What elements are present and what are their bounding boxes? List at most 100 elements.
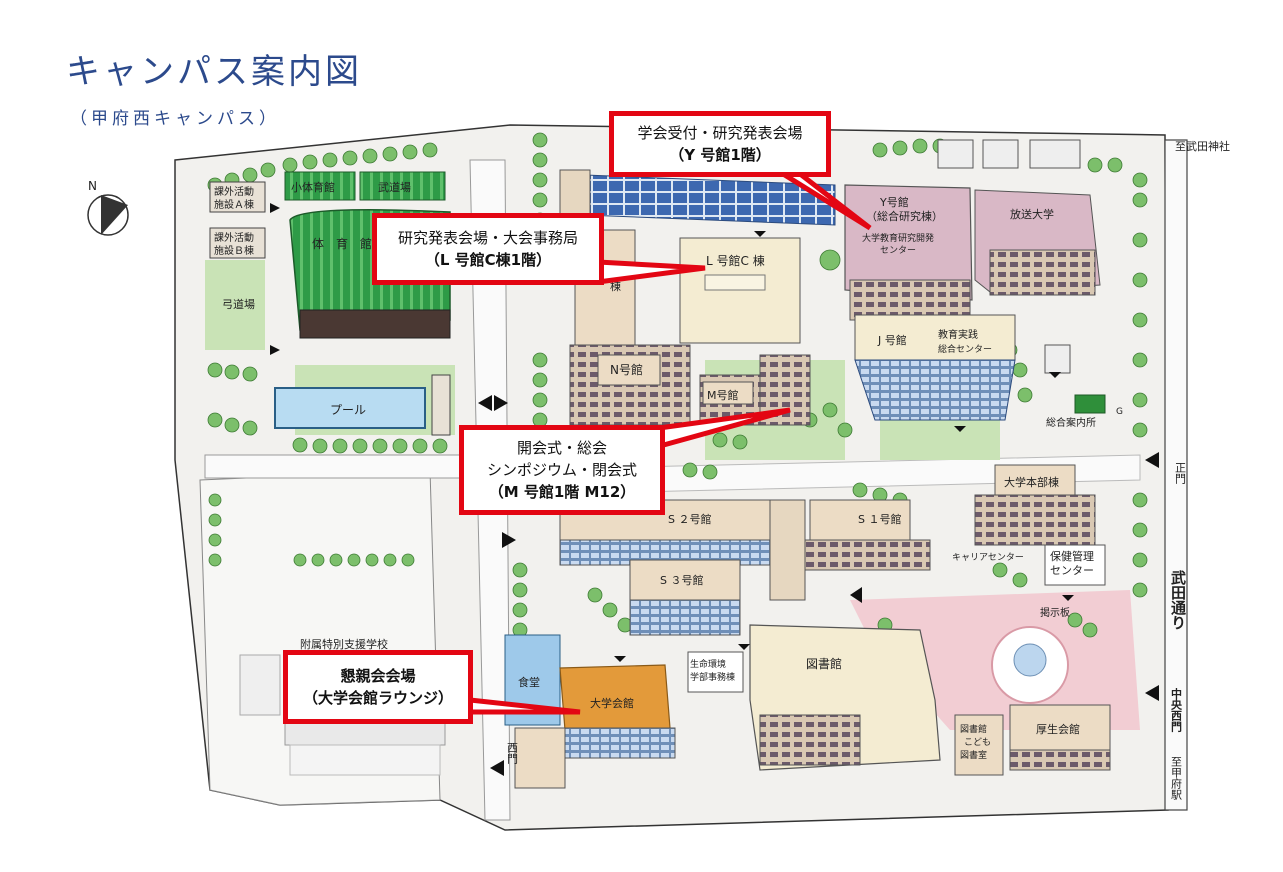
kids-library-label-1: 図書館	[960, 723, 987, 735]
l-side-label: 棟	[610, 279, 621, 293]
compass-icon	[87, 194, 129, 236]
open-university-windows	[989, 249, 1096, 296]
s3-windows	[629, 599, 741, 636]
shed	[1044, 344, 1071, 374]
kids-library-label-3: 図書室	[960, 749, 987, 761]
library-windows	[759, 714, 861, 766]
univ-hall-windows	[564, 727, 676, 759]
small-gym-building	[284, 171, 356, 201]
budo-label: 武道場	[378, 180, 411, 194]
kids-library-building	[954, 714, 1004, 776]
s1-windows	[799, 539, 931, 571]
neighbor-annex	[239, 654, 281, 716]
info-label: 総合案内所	[1046, 416, 1096, 429]
n-building-label: N号館	[610, 362, 643, 377]
welfare-label: 厚生会館	[1036, 722, 1080, 736]
to-station-label: 至甲府駅	[1170, 756, 1183, 801]
s-link-building	[769, 499, 806, 601]
y-building-label-2: （総合研究棟）	[866, 209, 943, 223]
pool	[274, 387, 426, 429]
admin-windows	[974, 494, 1096, 546]
club-b-label-1: 課外活動	[214, 231, 254, 244]
edu-center-label-2: 総合センター	[938, 343, 992, 355]
y-building-label-4: センター	[880, 245, 916, 256]
welfare-windows	[1009, 749, 1111, 771]
s3-label: S ３号館	[660, 573, 703, 587]
budo-building	[359, 171, 446, 201]
callout-l-line2: （L 号館C棟1階）	[424, 251, 552, 269]
edu-center-label-1: 教育実践	[938, 328, 978, 341]
club-a-label-2: 施設Ａ棟	[214, 198, 254, 211]
j-building	[854, 314, 1016, 361]
archery-label: 弓道場	[222, 297, 255, 311]
j-building-label: J 号館	[877, 333, 907, 347]
takeda-street-label: 武田通り	[1169, 569, 1187, 630]
s1-label: S １号館	[858, 512, 901, 526]
welfare-building	[1009, 704, 1111, 751]
library-label: 図書館	[806, 656, 842, 671]
m-building-label: M号館	[707, 388, 739, 402]
small-gym-label: 小体育館	[291, 180, 335, 194]
admin-building	[994, 464, 1076, 496]
open-university-label: 放送大学	[1010, 207, 1054, 221]
s2-label: S ２号館	[668, 512, 711, 526]
n-building-top	[597, 354, 661, 386]
page-subtitle: （甲府西キャンパス）	[70, 109, 280, 129]
callout-dining-line2: （大学会館ラウンジ）	[302, 689, 453, 707]
info-office	[1074, 394, 1106, 414]
fountain-icon	[1013, 643, 1047, 677]
callout-dining: 懇親会会場 （大学会館ラウンジ）	[283, 650, 473, 724]
life-env-label-1: 生命環境	[690, 658, 726, 670]
univ-hall-label: 大学会館	[590, 696, 634, 710]
callout-m-line1: 開会式・総会	[516, 439, 607, 457]
l-building-label: L 号館C 棟	[706, 253, 765, 268]
callout-y-line1: 学会受付・研究発表会場	[637, 124, 803, 142]
neighbor-building-base	[289, 744, 441, 776]
callout-pointers	[467, 167, 872, 715]
career-label: キャリアセンター	[952, 552, 1024, 563]
club-b-label-2: 施設Ｂ棟	[214, 244, 254, 257]
callout-y-line2: （Y 号館1階）	[669, 146, 771, 164]
west-gate-building	[514, 727, 566, 789]
y-building-label-1: Y号館	[879, 195, 909, 209]
central-west-gate-label: 中央西門	[1170, 687, 1183, 733]
pool-house	[431, 374, 451, 436]
lawn-j	[880, 420, 1000, 460]
kids-library-label-2: こども	[964, 737, 991, 748]
page-title: キャンパス案内図	[66, 52, 362, 92]
callout-y-building: 学会受付・研究発表会場 （Y 号館1階）	[609, 111, 831, 177]
y-building-windows	[849, 279, 971, 321]
m-building-top	[702, 381, 754, 405]
cafeteria-label: 食堂	[518, 675, 540, 689]
admin-label: 大学本部棟	[1004, 475, 1059, 489]
callout-l-line1: 研究発表会場・大会事務局	[397, 229, 578, 247]
l-building-roof-detail	[704, 274, 766, 291]
neighbor-blurred-label: 附属特別支援学校	[300, 637, 388, 651]
lawn-archery	[205, 260, 265, 350]
j-building-glass	[854, 359, 1016, 421]
house-3	[1029, 139, 1081, 169]
west-gate-label: 西門	[506, 742, 519, 765]
callout-m-line3: （M 号館1階 M12）	[488, 483, 636, 501]
club-b-building	[209, 227, 266, 259]
gate-g-label: G	[1116, 407, 1123, 417]
entrance-arrows	[270, 203, 1159, 776]
takeda-street-road	[1164, 139, 1188, 811]
house-1	[937, 139, 974, 169]
y-building	[844, 184, 973, 301]
house-2	[982, 139, 1019, 169]
life-env-label-2: 学部事務棟	[690, 671, 735, 683]
gym-base	[299, 309, 451, 339]
gym-label: 体 育 館	[312, 236, 372, 251]
callout-m-building: 開会式・総会 シンポジウム・閉会式 （M 号館1階 M12）	[459, 425, 665, 515]
compass-label: N	[88, 179, 97, 193]
notice-board-label: 掲示板	[1040, 606, 1070, 619]
to-shrine-label: 至武田神社	[1175, 139, 1230, 153]
club-a-label-1: 課外活動	[214, 185, 254, 198]
health-label-1: 保健管理	[1050, 549, 1094, 563]
s1-building	[809, 499, 911, 541]
pool-label: プール	[330, 403, 366, 417]
callout-l-building: 研究発表会場・大会事務局 （L 号館C棟1階）	[372, 213, 604, 285]
main-gate-label: 正門	[1174, 462, 1187, 485]
